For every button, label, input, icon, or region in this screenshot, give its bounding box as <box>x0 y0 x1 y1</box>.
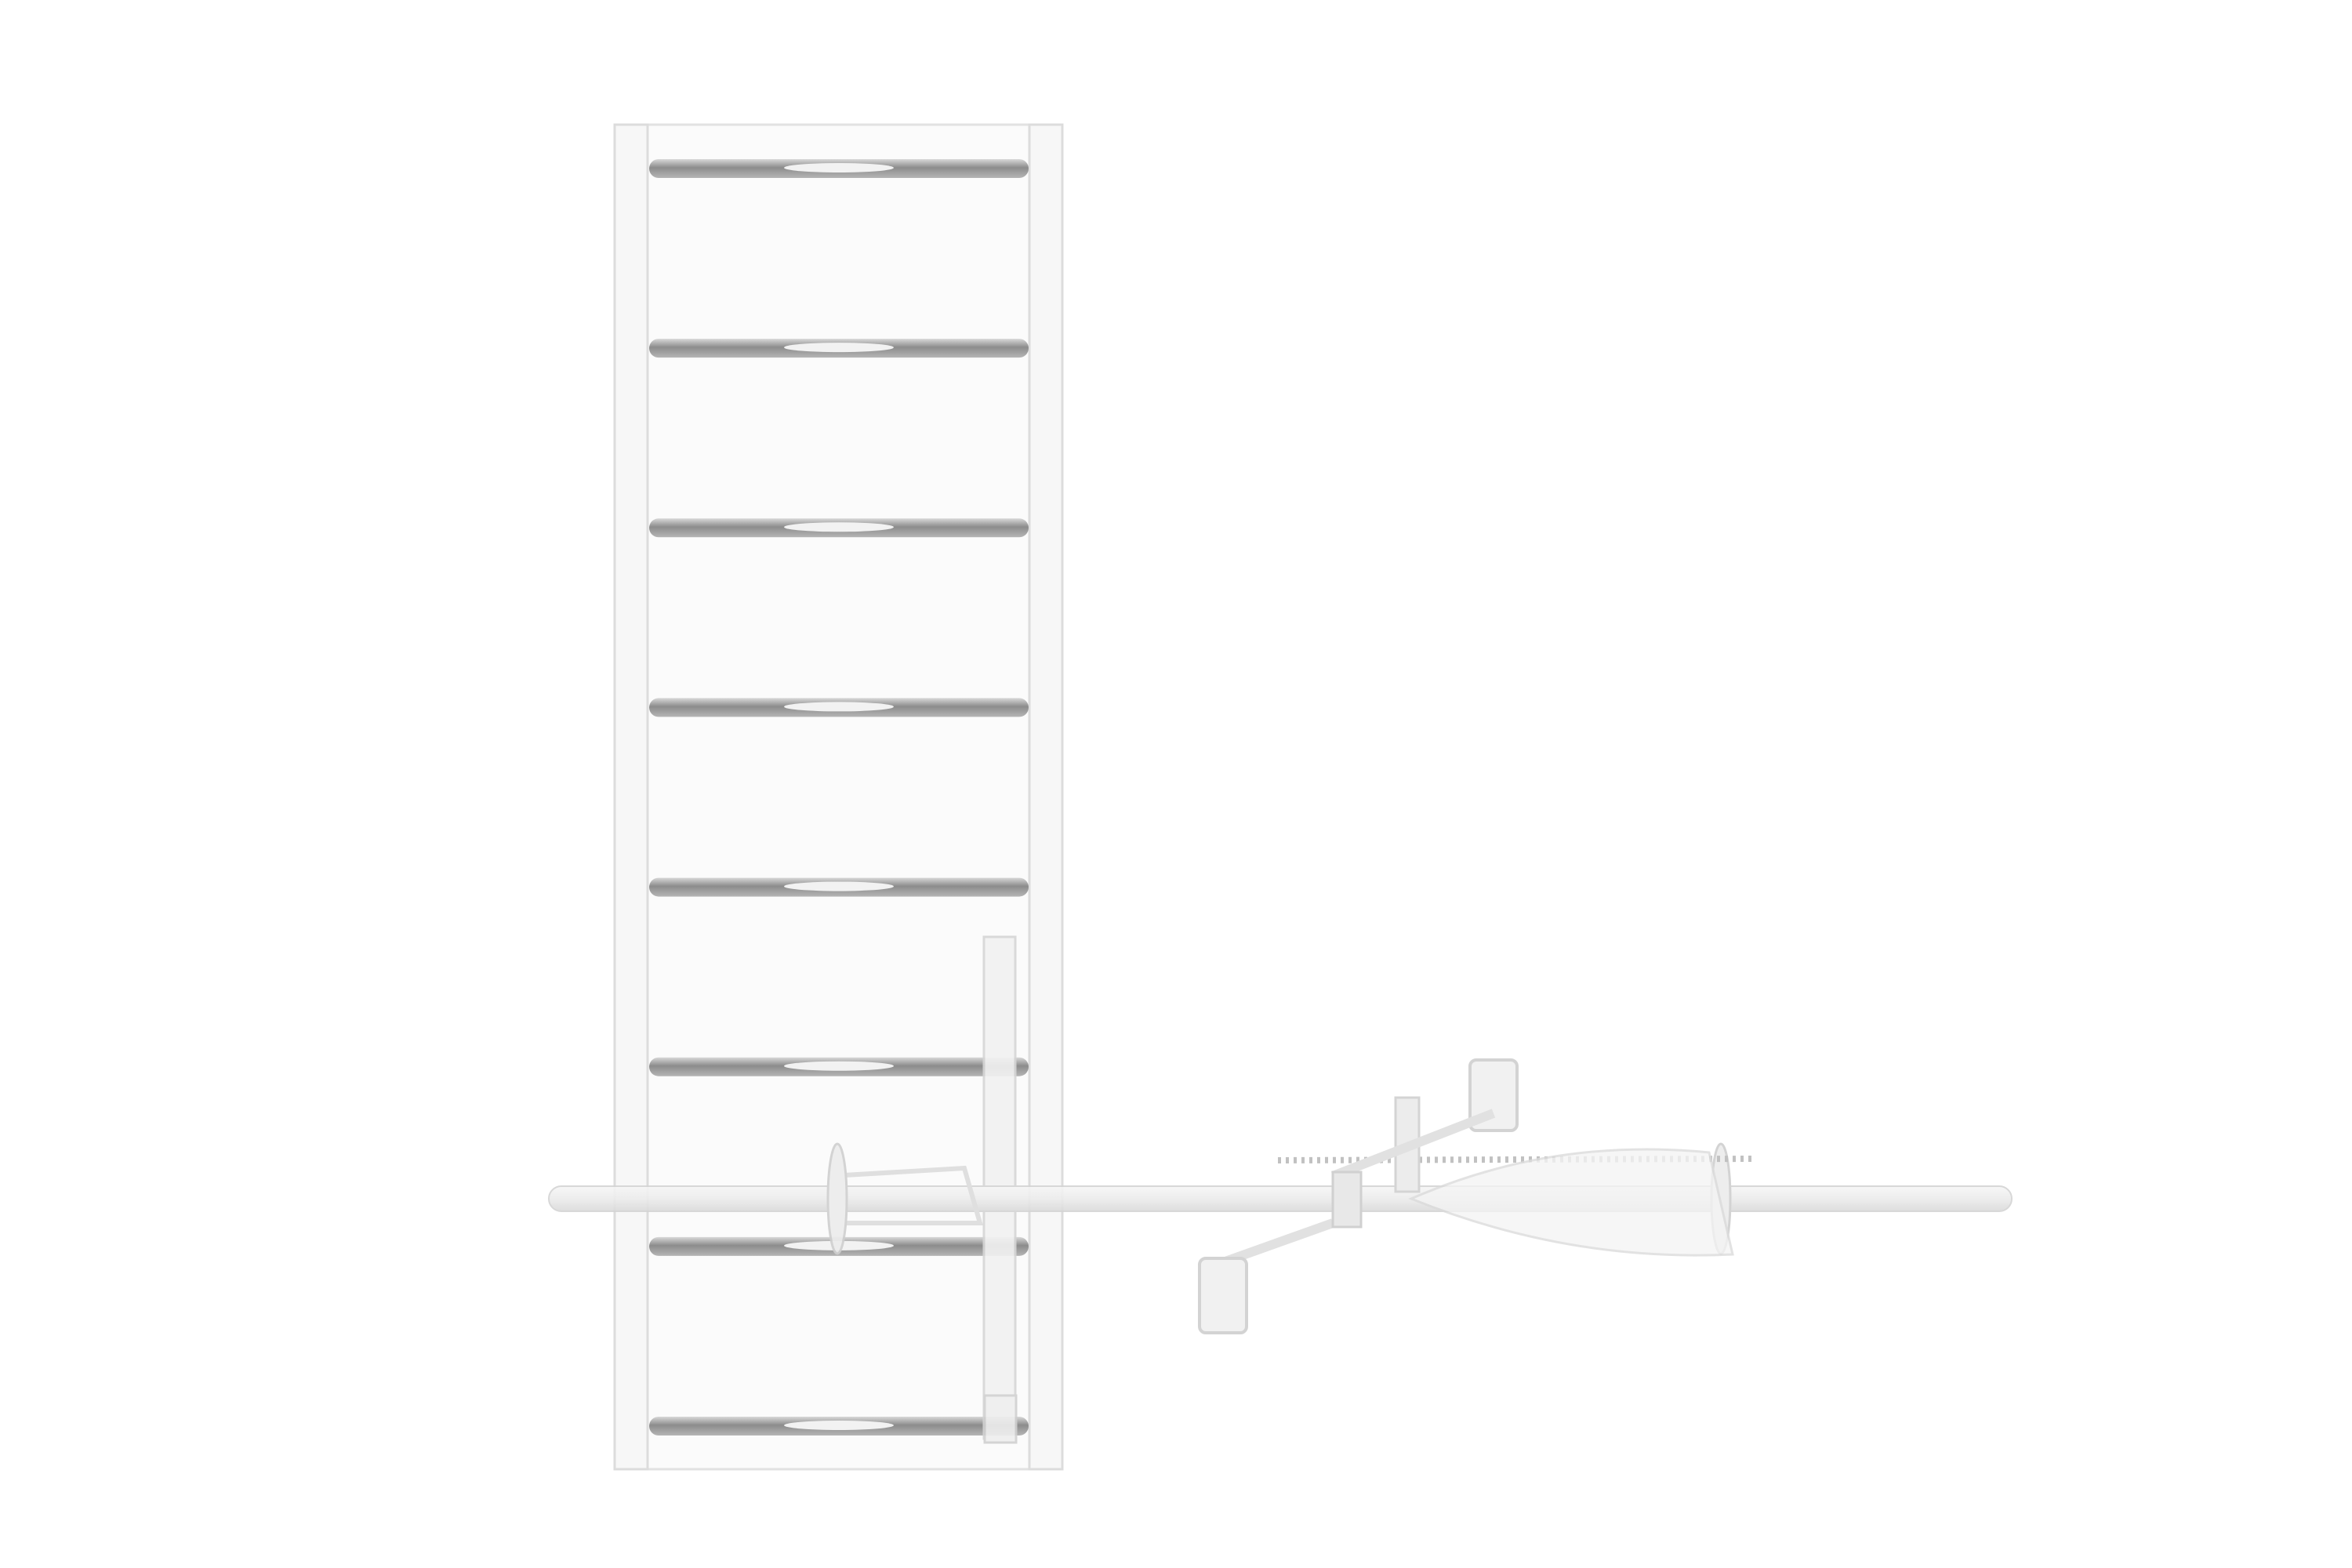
wall-bars-left-post <box>613 123 649 1471</box>
bicycle-handlebar-end <box>983 1394 1018 1444</box>
wall-bar-rung-highlight <box>784 881 894 891</box>
wall-bar-rung-highlight <box>784 163 894 172</box>
bicycle-rear-frame <box>1408 1148 1734 1257</box>
wall-bars-right-post <box>1028 123 1064 1471</box>
bicycle-chain <box>1277 1156 1753 1163</box>
bicycle <box>548 935 2013 1444</box>
wall-bar-rung-highlight <box>784 343 894 353</box>
wall-bars <box>613 123 1064 1471</box>
wall-bar-rung-highlight <box>784 702 894 712</box>
wall-bar-rung-highlight <box>784 1061 894 1071</box>
wall-bar-rung-highlight <box>784 1421 894 1430</box>
bicycle-front-hub <box>826 1142 848 1255</box>
wall-bar-rung-highlight <box>784 522 894 532</box>
bicycle-seat-clamp <box>1331 1171 1363 1229</box>
bicycle-pedal-lower <box>1198 1257 1248 1334</box>
bicycle-frame-tube <box>548 1185 2013 1212</box>
